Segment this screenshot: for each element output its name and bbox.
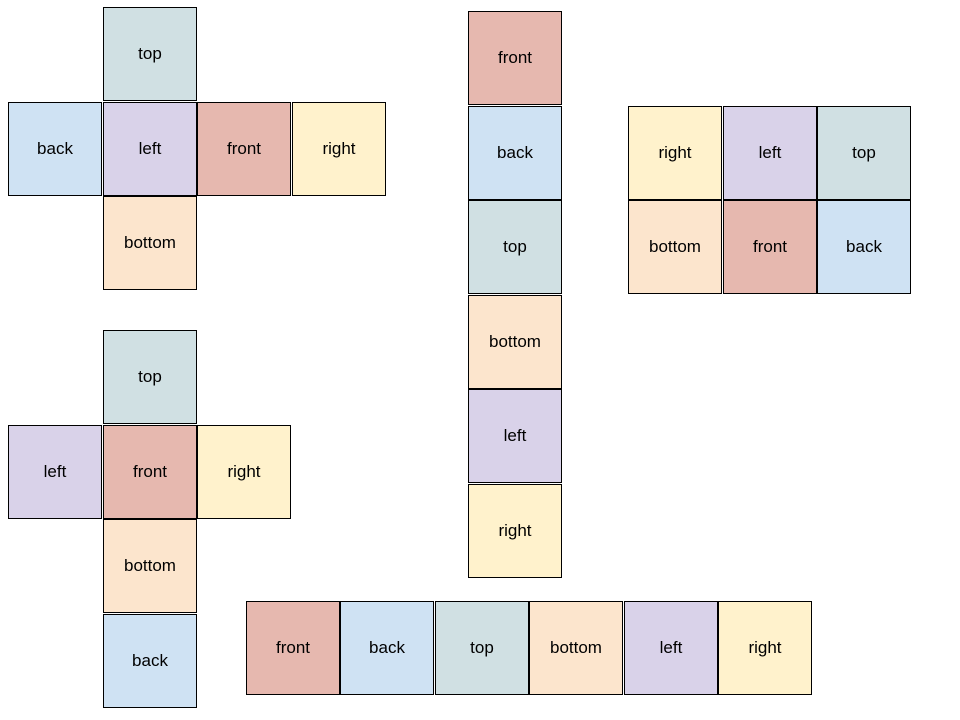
- grid-left-label: left: [758, 143, 782, 162]
- column-front-label: front: [497, 48, 533, 67]
- cross-a-bottom-label: bottom: [124, 233, 176, 252]
- column-top-label: top: [503, 237, 527, 256]
- grid-front: front: [723, 200, 817, 294]
- cross-b-front: front: [103, 425, 197, 519]
- grid-top-label: top: [852, 143, 876, 162]
- cross-a-back: back: [8, 102, 102, 196]
- row-right: right: [718, 601, 812, 695]
- grid-front-label: front: [752, 237, 788, 256]
- grid-bottom: bottom: [628, 200, 722, 294]
- row-top-label: top: [470, 638, 494, 657]
- cross-a-back-label: back: [37, 139, 73, 158]
- cross-b-top-label: top: [138, 367, 162, 386]
- cross-b-left-label: left: [43, 462, 67, 481]
- column-right: right: [468, 484, 562, 578]
- cross-a-front: front: [197, 102, 291, 196]
- cross-a-right: right: [292, 102, 386, 196]
- cross-a-right-label: right: [322, 139, 356, 158]
- row-front-label: front: [275, 638, 311, 657]
- cross-b-right: right: [197, 425, 291, 519]
- column-right-label: right: [498, 521, 532, 540]
- cross-b-back: back: [103, 614, 197, 708]
- column-back-label: back: [497, 143, 533, 162]
- row-bottom-label: bottom: [550, 638, 602, 657]
- cross-b-bottom-label: bottom: [124, 556, 176, 575]
- cross-b-top: top: [103, 330, 197, 424]
- column-front: front: [468, 11, 562, 105]
- column-left: left: [468, 389, 562, 483]
- grid-top: top: [817, 106, 911, 200]
- row-back-label: back: [369, 638, 405, 657]
- grid-right: right: [628, 106, 722, 200]
- row-top: top: [435, 601, 529, 695]
- grid-bottom-label: bottom: [649, 237, 701, 256]
- row-right-label: right: [748, 638, 782, 657]
- row-back: back: [340, 601, 434, 695]
- column-top: top: [468, 200, 562, 294]
- cross-b-left: left: [8, 425, 102, 519]
- cross-a-top: top: [103, 7, 197, 101]
- cross-a-left-label: left: [138, 139, 162, 158]
- grid-left: left: [723, 106, 817, 200]
- cross-b-bottom: bottom: [103, 519, 197, 613]
- cross-b-back-label: back: [132, 651, 168, 670]
- column-left-label: left: [503, 426, 527, 445]
- column-back: back: [468, 106, 562, 200]
- column-bottom: bottom: [468, 295, 562, 389]
- grid-right-label: right: [658, 143, 692, 162]
- cross-b-right-label: right: [227, 462, 261, 481]
- grid-back: back: [817, 200, 911, 294]
- column-bottom-label: bottom: [489, 332, 541, 351]
- row-front: front: [246, 601, 340, 695]
- row-left: left: [624, 601, 718, 695]
- cross-a-bottom: bottom: [103, 196, 197, 290]
- cross-a-top-label: top: [138, 44, 162, 63]
- grid-back-label: back: [846, 237, 882, 256]
- row-bottom: bottom: [529, 601, 623, 695]
- cross-a-left: left: [103, 102, 197, 196]
- cross-b-front-label: front: [132, 462, 168, 481]
- cross-a-front-label: front: [226, 139, 262, 158]
- row-left-label: left: [659, 638, 683, 657]
